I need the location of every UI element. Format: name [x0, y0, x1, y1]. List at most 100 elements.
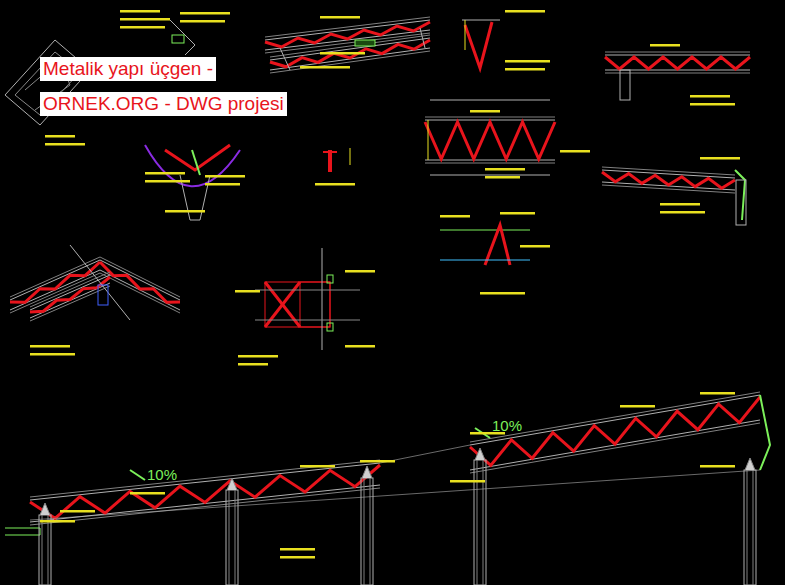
cad-line [70, 245, 130, 320]
cad-line [470, 392, 760, 442]
cad-line [477, 460, 478, 585]
cad-line [48, 515, 49, 585]
column-head [227, 478, 237, 490]
cad-line [255, 290, 360, 291]
illustration [5, 10, 770, 585]
cad-line [420, 28, 425, 48]
cad-line [280, 48, 290, 70]
cad-line [753, 470, 754, 585]
tiny-annotation [300, 66, 350, 69]
cad-line [440, 230, 530, 231]
tiny-annotation [145, 180, 190, 183]
tiny-annotation [145, 172, 185, 175]
cad-line [10, 257, 100, 297]
tiny-annotation [450, 480, 485, 483]
cad-rect [474, 460, 486, 585]
tiny-annotation [345, 270, 375, 273]
cad-line [428, 120, 429, 160]
tiny-annotation [520, 245, 550, 248]
cad-line [30, 470, 760, 520]
cad-line [255, 320, 360, 321]
slope-label: 10% [147, 466, 177, 483]
tiny-annotation [360, 460, 395, 463]
tiny-annotation [500, 212, 535, 215]
cad-line [42, 515, 43, 585]
tiny-annotation [505, 68, 545, 71]
cad-line [425, 163, 555, 164]
cad-line [100, 273, 180, 313]
tiny-annotation [700, 157, 740, 160]
cad-rect [327, 323, 333, 331]
cad-line [425, 160, 555, 161]
cad-line [465, 22, 492, 68]
tiny-annotation [660, 203, 700, 206]
tiny-annotation [660, 211, 705, 214]
tiny-annotation [480, 292, 525, 295]
cad-line [465, 20, 466, 50]
tiny-annotation [235, 290, 260, 293]
cad-line [470, 395, 760, 445]
tiny-annotation [320, 16, 360, 19]
cad-line [30, 488, 380, 525]
cad-line [602, 172, 735, 188]
gutter [145, 145, 240, 186]
tiny-annotation [650, 44, 680, 47]
tiny-annotation [120, 10, 160, 13]
cad-line [440, 260, 530, 261]
cad-line [328, 150, 332, 172]
cad-line [229, 490, 230, 585]
watermark-band: Metalik yapı üçgen - [40, 57, 216, 81]
cad-line [425, 117, 555, 118]
tiny-annotation [345, 345, 375, 348]
cad-line [425, 122, 555, 159]
cad-line [30, 272, 110, 307]
cad-line [602, 167, 735, 175]
cad-rect [98, 285, 108, 305]
cad-line [462, 20, 500, 21]
cad-line [5, 528, 40, 535]
tiny-annotation [120, 26, 165, 29]
column-head [475, 448, 485, 460]
tiny-annotation [700, 392, 735, 395]
tiny-annotation [280, 548, 315, 551]
tiny-annotation [690, 95, 730, 98]
cad-rect [226, 490, 238, 585]
tiny-annotation [315, 183, 355, 186]
tiny-annotation [30, 345, 70, 348]
cad-line [430, 175, 550, 176]
cad-line [130, 470, 145, 480]
cad-line [235, 490, 236, 585]
watermark-text: Metalik yapı üçgen - [43, 58, 213, 80]
cad-line [30, 286, 110, 321]
cad-line [30, 463, 380, 500]
tiny-annotation [165, 210, 205, 213]
tiny-annotation [560, 150, 590, 153]
tiny-annotation [30, 353, 75, 356]
tiny-annotation [320, 52, 365, 55]
tiny-annotation [620, 405, 655, 408]
tiny-annotation [700, 465, 735, 468]
tiny-annotation [205, 175, 245, 178]
cad-line [30, 465, 380, 518]
cad-line [350, 148, 351, 165]
cad-line [323, 151, 337, 153]
tiny-annotation [120, 18, 170, 21]
cad-rect [744, 470, 756, 585]
cad-line [485, 225, 510, 265]
cad-line [370, 478, 371, 585]
cad-line [605, 57, 750, 69]
cad-line [100, 257, 180, 297]
tiny-annotation [470, 110, 500, 113]
cad-line [265, 22, 430, 47]
column-head [362, 466, 372, 478]
tiny-annotation [485, 176, 520, 179]
cad-rect [355, 40, 375, 46]
tiny-annotation [440, 215, 470, 218]
cad-line [760, 395, 770, 470]
tiny-annotation [690, 103, 735, 106]
cad-line [364, 478, 365, 585]
cad-rect [361, 478, 373, 585]
cad-rect [327, 275, 333, 283]
cad-line [483, 460, 484, 585]
